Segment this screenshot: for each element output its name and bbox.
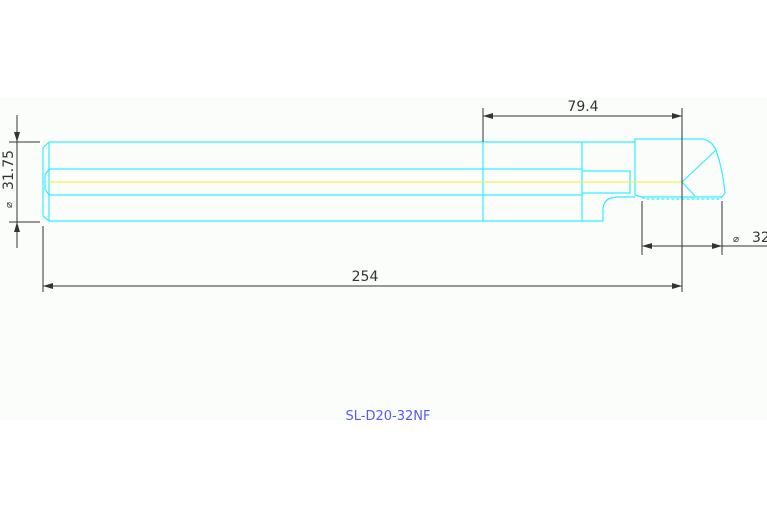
tool-outline (42, 138, 726, 222)
diameter-symbol-icon: ⌀ (4, 202, 15, 208)
drawing-title: SL-D20-32NF (346, 409, 431, 424)
shank-left-chamfer (42, 141, 50, 222)
dim-shank-diameter: 31.75 (1, 150, 17, 190)
neck-fillet (602, 196, 635, 221)
dim-head-length: 79.4 (567, 99, 598, 115)
cutting-head (634, 138, 726, 198)
diameter-symbol-icon: ⌀ (733, 234, 739, 245)
dim-overall-length: 254 (352, 269, 379, 285)
dimension-lines (9, 108, 767, 292)
dim-cutting-diameter: 32 (752, 230, 767, 246)
drawing-canvas (0, 97, 767, 420)
